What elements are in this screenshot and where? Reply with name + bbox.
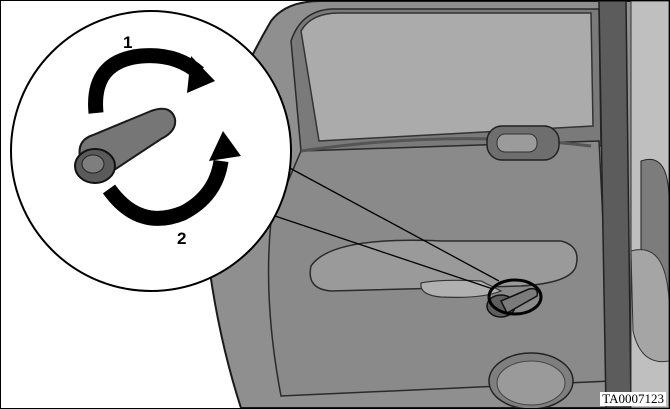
figure-reference-code: TA0007123 <box>600 392 666 406</box>
callout-1: 1 <box>123 33 132 52</box>
callout-2: 2 <box>177 229 186 248</box>
inner-door-handle <box>487 126 559 160</box>
window-glass <box>301 13 593 141</box>
